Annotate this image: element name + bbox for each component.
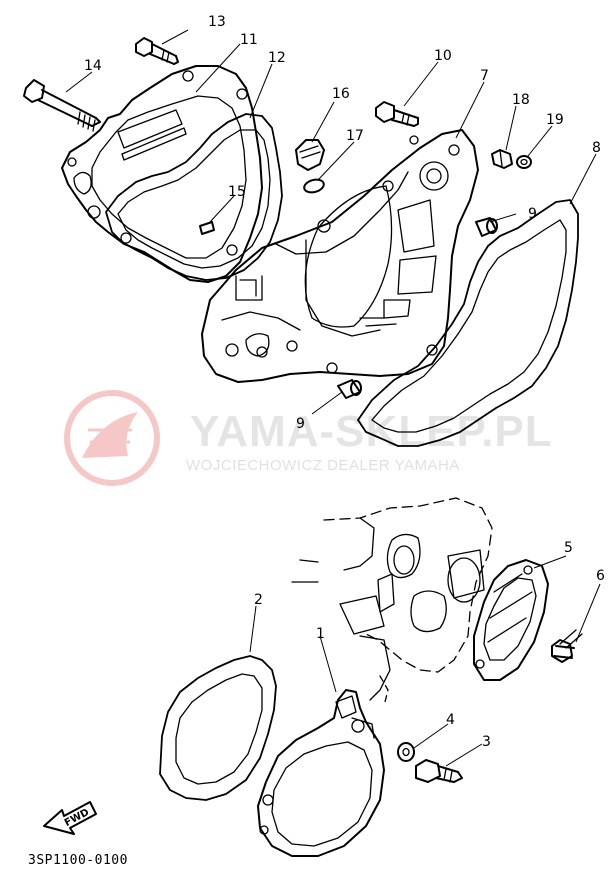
part-7-crankcase-cover bbox=[201, 129, 479, 383]
part-18-nut bbox=[491, 149, 513, 169]
callout-2: 2 bbox=[254, 592, 263, 608]
callout-12: 12 bbox=[268, 50, 286, 66]
callout-13: 13 bbox=[208, 14, 226, 30]
part-12-gasket bbox=[105, 113, 283, 281]
part-10-bolt bbox=[375, 101, 419, 127]
part-19-washer bbox=[516, 155, 532, 169]
callout-16: 16 bbox=[332, 86, 350, 102]
callout-18: 18 bbox=[512, 92, 530, 108]
part-9-dowel-lower bbox=[337, 379, 362, 399]
part-11-clutch-cover bbox=[61, 65, 263, 283]
part-2-gasket bbox=[159, 655, 277, 801]
fwd-arrow: FWD bbox=[43, 801, 97, 835]
crankcase-reference bbox=[291, 497, 493, 707]
callout-1: 1 bbox=[316, 626, 325, 642]
callout-8: 8 bbox=[592, 140, 601, 156]
part-17-o-ring bbox=[303, 178, 325, 194]
part-14-bolt bbox=[23, 79, 101, 132]
part-16-plug bbox=[295, 139, 325, 171]
callout-7: 7 bbox=[480, 68, 489, 84]
watermark-title: YAMA-SKLEP.PL bbox=[190, 407, 553, 456]
callout-17: 17 bbox=[346, 128, 364, 144]
leader-lines bbox=[65, 29, 601, 767]
callout-19: 19 bbox=[546, 112, 564, 128]
callout-9-lower: 9 bbox=[296, 416, 305, 432]
part-4-washer bbox=[397, 742, 415, 762]
part-1-magneto-cover bbox=[257, 689, 385, 857]
watermark-logo bbox=[64, 390, 160, 486]
part-13-bolt bbox=[135, 37, 179, 65]
part-5-cover-plate bbox=[473, 559, 549, 681]
callout-3: 3 bbox=[482, 734, 491, 750]
callouts: 13 11 12 14 15 16 17 10 7 18 19 8 9 9 5 … bbox=[84, 14, 605, 750]
callout-5: 5 bbox=[564, 540, 573, 556]
part-6-bolt bbox=[551, 629, 583, 663]
callout-6: 6 bbox=[596, 568, 605, 584]
watermark-subtitle: WOJCIECHOWICZ DEALER YAMAHA bbox=[186, 457, 460, 474]
part-8-gasket bbox=[357, 199, 579, 447]
diagram-code: 3SP1100-0100 bbox=[28, 853, 128, 868]
watermark: YAMA-SKLEP.PL WOJCIECHOWICZ DEALER YAMAH… bbox=[64, 390, 553, 486]
fwd-label: FWD bbox=[63, 807, 91, 829]
part-9-dowel-upper bbox=[475, 217, 498, 237]
callout-15: 15 bbox=[228, 184, 246, 200]
part-15-dowel-pin bbox=[199, 221, 215, 235]
callout-10: 10 bbox=[434, 48, 452, 64]
callout-4: 4 bbox=[446, 712, 455, 728]
callout-9-upper: 9 bbox=[528, 206, 537, 222]
part-3-screw bbox=[415, 759, 463, 783]
callout-14: 14 bbox=[84, 58, 102, 74]
callout-11: 11 bbox=[240, 32, 258, 48]
